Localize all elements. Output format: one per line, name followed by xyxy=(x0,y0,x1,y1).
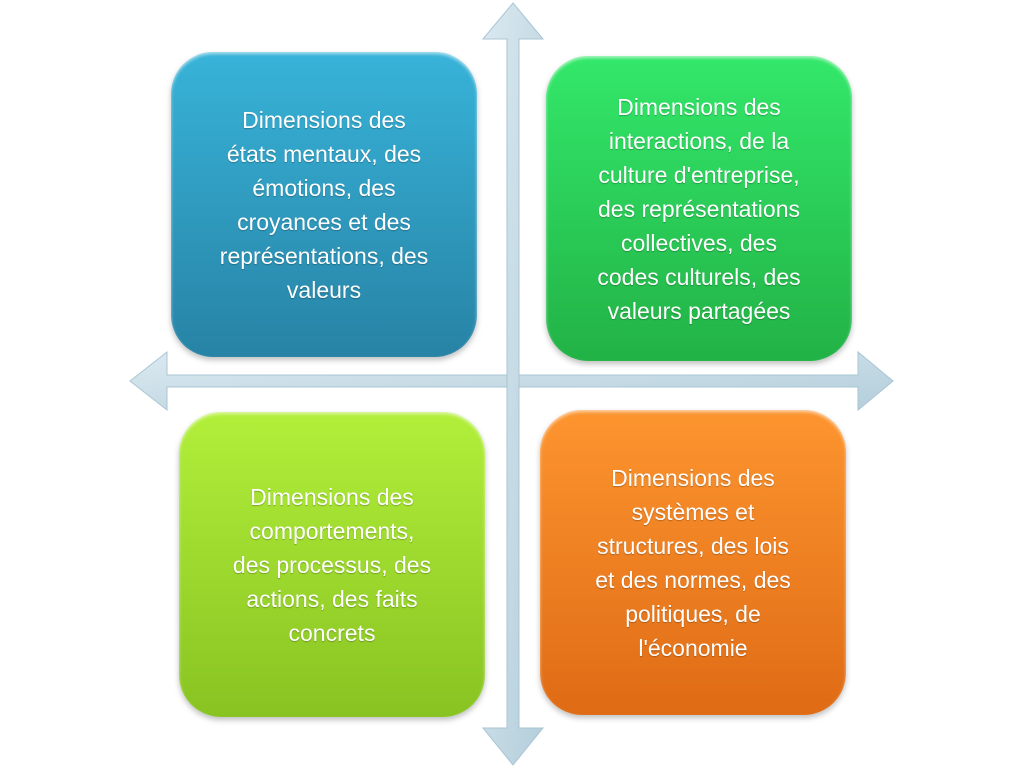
quadrant-top-right-text: Dimensions des interactions, de la cultu… xyxy=(597,93,801,324)
quadrant-bottom-right-text: Dimensions des systèmes et structures, d… xyxy=(595,464,791,661)
quadrant-bottom-right: Dimensions des systèmes et structures, d… xyxy=(540,410,846,715)
quadrant-top-left: Dimensions des états mentaux, des émotio… xyxy=(171,52,477,357)
quadrant-bottom-left-text: Dimensions des comportements, des proces… xyxy=(232,483,432,646)
quadrant-bottom-left: Dimensions des comportements, des proces… xyxy=(179,412,485,717)
vertical-axis-arrow xyxy=(481,2,545,766)
quadrant-top-right: Dimensions des interactions, de la cultu… xyxy=(546,56,852,361)
quadrant-top-left-text: Dimensions des états mentaux, des émotio… xyxy=(219,106,429,303)
